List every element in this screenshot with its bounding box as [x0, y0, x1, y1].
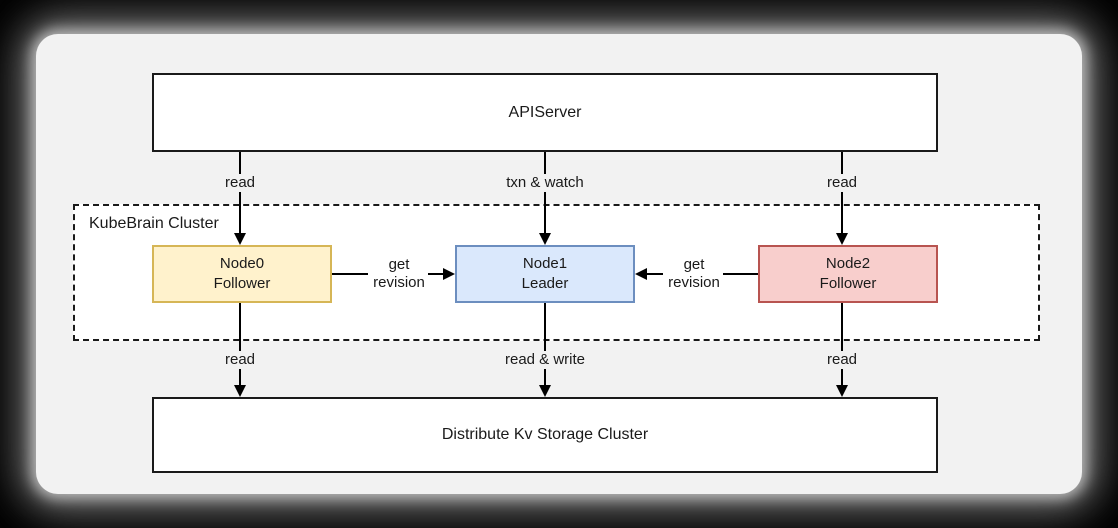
arrow-apiserver-to-node2-line	[841, 152, 843, 234]
arrow-node2-to-node1-head	[635, 268, 647, 280]
storage-cluster-box: Distribute Kv Storage Cluster	[152, 397, 938, 473]
arrow-node0-to-node1-head	[443, 268, 455, 280]
edge-label-node1-to-storage: read & write	[499, 351, 591, 369]
node2-name: Node2	[825, 255, 871, 272]
edge-label-node2-to-node1: get revision	[663, 256, 725, 292]
node1-role: Leader	[521, 275, 569, 292]
arrow-node0-to-storage-line	[239, 303, 241, 385]
arrow-node2-to-storage-line	[841, 303, 843, 385]
diagram-canvas: KubeBrain Cluster get revision get revis…	[36, 34, 1082, 494]
arrow-apiserver-to-node0-head	[234, 233, 246, 245]
edge-label-node2-to-storage: read	[821, 351, 863, 369]
arrow-apiserver-to-node2-head	[836, 233, 848, 245]
edge-label-api-to-node1: txn & watch	[501, 174, 589, 192]
node0-follower-box: Node0 Follower	[152, 245, 332, 303]
arrow-apiserver-to-node1-head	[539, 233, 551, 245]
edge-label-api-to-node0: read	[219, 174, 261, 192]
node0-role: Follower	[213, 275, 271, 292]
arrow-node0-to-node1-line-a	[332, 273, 368, 275]
edge-label-node0-to-node1: get revision	[368, 256, 430, 292]
edge-label-node0-to-storage: read	[219, 351, 261, 369]
node1-leader-box: Node1 Leader	[455, 245, 635, 303]
arrow-apiserver-to-node0-line	[239, 152, 241, 234]
arrow-apiserver-to-node1-line	[544, 152, 546, 234]
arrow-node2-to-node1-line-b	[647, 273, 663, 275]
apiserver-box: APIServer	[152, 73, 938, 152]
arrow-node2-to-node1-line-a	[723, 273, 758, 275]
node2-follower-box: Node2 Follower	[758, 245, 938, 303]
node1-name: Node1	[522, 255, 568, 272]
arrow-node0-to-storage-head	[234, 385, 246, 397]
edge-label-api-to-node2: read	[821, 174, 863, 192]
arrow-node2-to-storage-head	[836, 385, 848, 397]
arrow-node1-to-storage-line	[544, 303, 546, 385]
arrow-node1-to-storage-head	[539, 385, 551, 397]
node0-name: Node0	[219, 255, 265, 272]
apiserver-label: APIServer	[508, 103, 582, 121]
storage-cluster-label: Distribute Kv Storage Cluster	[441, 426, 649, 443]
kubebrain-cluster-label: KubeBrain Cluster	[89, 215, 219, 232]
arrow-node0-to-node1-line-b	[428, 273, 444, 275]
node2-role: Follower	[819, 275, 877, 292]
